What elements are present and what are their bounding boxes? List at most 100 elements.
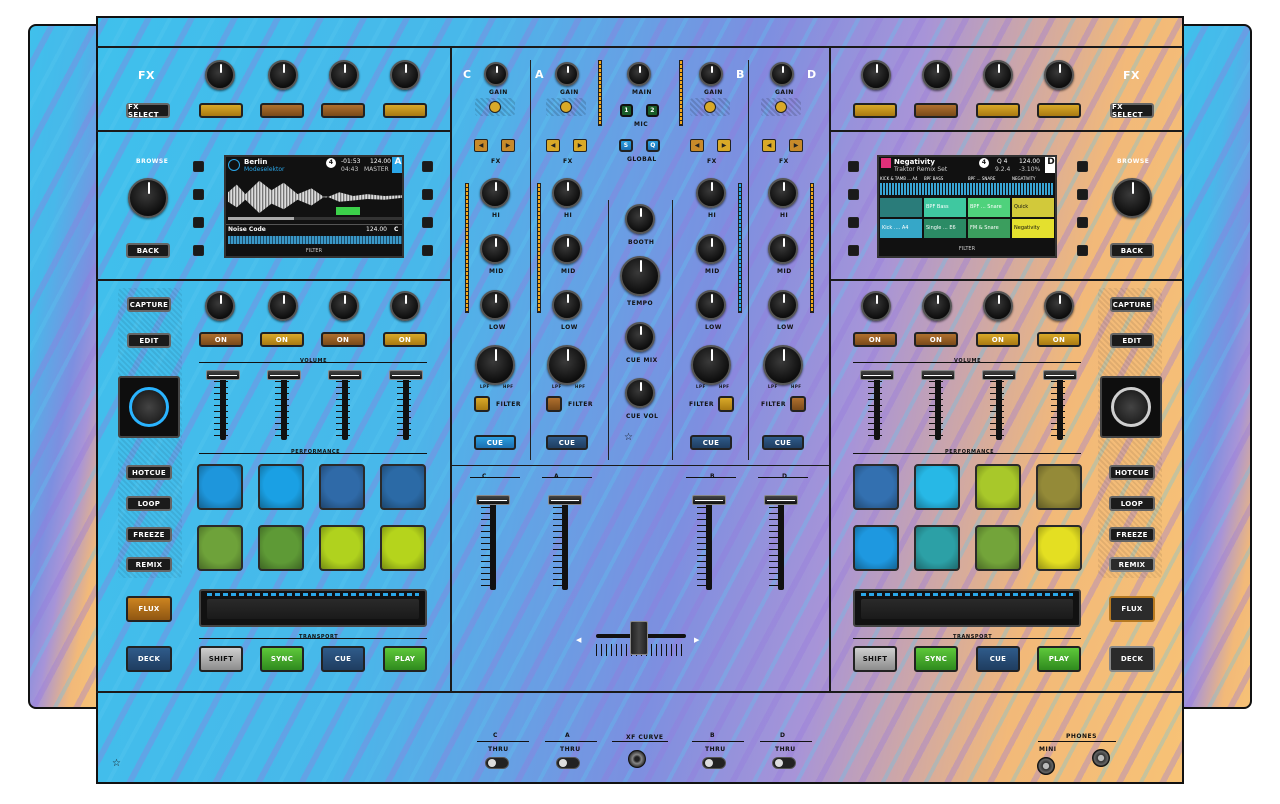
right-remix-knob-4[interactable] [1044,291,1074,321]
right-mode-freeze[interactable]: FREEZE [1109,527,1155,542]
left-on-button-2[interactable]: ON [260,332,304,347]
fx-right-button-3[interactable] [976,103,1020,118]
filter-on-button-d[interactable] [790,396,806,412]
left-volume-fader-1[interactable] [206,370,240,380]
screen-left-side-btn-5[interactable] [422,161,433,172]
left-sync-button[interactable]: SYNC [260,646,304,672]
right-shift-button[interactable]: SHIFT [853,646,897,672]
fx-left-select-button[interactable]: FX SELECT [126,103,170,119]
fx-left-button-1[interactable] [199,103,243,118]
channel-fader-c[interactable] [476,495,510,505]
right-volume-fader-2[interactable] [921,370,955,380]
right-pad-2[interactable] [914,464,960,510]
global-s-button[interactable]: S [619,139,633,152]
right-on-button-4[interactable]: ON [1037,332,1081,347]
left-on-button-4[interactable]: ON [383,332,427,347]
low-knob-d[interactable] [768,290,798,320]
thru-switch-a[interactable] [556,757,580,769]
channel-fader-b[interactable] [692,495,726,505]
left-volume-fader-4[interactable] [389,370,423,380]
browse-right-back-button[interactable]: BACK [1110,243,1154,258]
left-remix-knob-1[interactable] [205,291,235,321]
filter-knob-c[interactable] [475,345,515,385]
fx-right-button-4[interactable] [1037,103,1081,118]
left-cue-button[interactable]: CUE [321,646,365,672]
gain-knob-d[interactable] [770,62,794,86]
channel-c-right-arrow[interactable]: ▶ [501,139,515,152]
right-sync-button[interactable]: SYNC [914,646,958,672]
mic-button-2[interactable]: 2 [646,104,659,117]
gain-knob-b[interactable] [699,62,723,86]
channel-fader-d[interactable] [764,495,798,505]
left-remix-knob-3[interactable] [329,291,359,321]
right-pad-6[interactable] [914,525,960,571]
fx-left-button-3[interactable] [321,103,365,118]
mid-knob-b[interactable] [696,234,726,264]
thru-switch-c[interactable] [485,757,509,769]
crossfader[interactable] [630,621,648,655]
thru-switch-b[interactable] [702,757,726,769]
right-play-button[interactable]: PLAY [1037,646,1081,672]
remix-cell-6[interactable]: FM & Snare [968,219,1010,238]
remix-cell-empty-1[interactable] [880,198,922,217]
channel-a-right-arrow[interactable]: ▶ [573,139,587,152]
right-pad-3[interactable] [975,464,1021,510]
screen-right-side-btn-4[interactable] [848,245,859,256]
screen-left-side-btn-1[interactable] [193,161,204,172]
channel-b-left-arrow[interactable]: ◀ [690,139,704,152]
right-jog-encoder[interactable] [1100,376,1162,438]
remix-cell-7[interactable]: Negativity [1012,219,1054,238]
filter-knob-d[interactable] [763,345,803,385]
fx-left-knob-3[interactable] [329,60,359,90]
cue-button-c[interactable]: CUE [474,435,516,450]
screen-right-side-btn-6[interactable] [1077,189,1088,200]
left-pad-6[interactable] [258,525,304,571]
right-pad-7[interactable] [975,525,1021,571]
fx-left-button-2[interactable] [260,103,304,118]
left-pad-5[interactable] [197,525,243,571]
cue-vol-knob[interactable] [625,378,655,408]
channel-c-left-arrow[interactable]: ◀ [474,139,488,152]
right-volume-fader-4[interactable] [1043,370,1077,380]
right-pad-1[interactable] [853,464,899,510]
fx-right-button-1[interactable] [853,103,897,118]
right-mode-loop[interactable]: LOOP [1109,496,1155,511]
main-volume-knob[interactable] [627,62,651,86]
left-remix-knob-4[interactable] [390,291,420,321]
filter-on-button-c[interactable] [474,396,490,412]
right-pad-8[interactable] [1036,525,1082,571]
fx-right-select-button[interactable]: FX SELECT [1110,103,1154,119]
left-pad-3[interactable] [319,464,365,510]
fx-right-knob-3[interactable] [983,60,1013,90]
cue-mix-knob[interactable] [625,322,655,352]
filter-knob-b[interactable] [691,345,731,385]
right-remix-knob-3[interactable] [983,291,1013,321]
channel-fader-a[interactable] [548,495,582,505]
left-pad-4[interactable] [380,464,426,510]
right-cue-button[interactable]: CUE [976,646,1020,672]
left-mode-loop[interactable]: LOOP [126,496,172,511]
browse-right-knob[interactable] [1112,178,1152,218]
fx-right-button-2[interactable] [914,103,958,118]
mid-knob-c[interactable] [480,234,510,264]
left-flux-button[interactable]: FLUX [126,596,172,622]
right-mode-remix[interactable]: REMIX [1109,557,1155,572]
right-remix-knob-1[interactable] [861,291,891,321]
hi-knob-b[interactable] [696,178,726,208]
screen-right-side-btn-3[interactable] [848,217,859,228]
right-deck-button[interactable]: DECK [1109,646,1155,672]
browse-left-knob[interactable] [128,178,168,218]
right-remix-knob-2[interactable] [922,291,952,321]
gain-knob-a[interactable] [555,62,579,86]
screen-left-side-btn-7[interactable] [422,217,433,228]
remix-cell-3[interactable]: Quick [1012,198,1054,217]
low-knob-a[interactable] [552,290,582,320]
fx-right-knob-4[interactable] [1044,60,1074,90]
channel-b-right-arrow[interactable]: ▶ [717,139,731,152]
filter-on-button-b[interactable] [718,396,734,412]
left-volume-fader-3[interactable] [328,370,362,380]
mid-knob-d[interactable] [768,234,798,264]
right-edit-button[interactable]: EDIT [1110,333,1154,348]
left-remix-knob-2[interactable] [268,291,298,321]
right-mode-hotcue[interactable]: HOTCUE [1109,465,1155,480]
